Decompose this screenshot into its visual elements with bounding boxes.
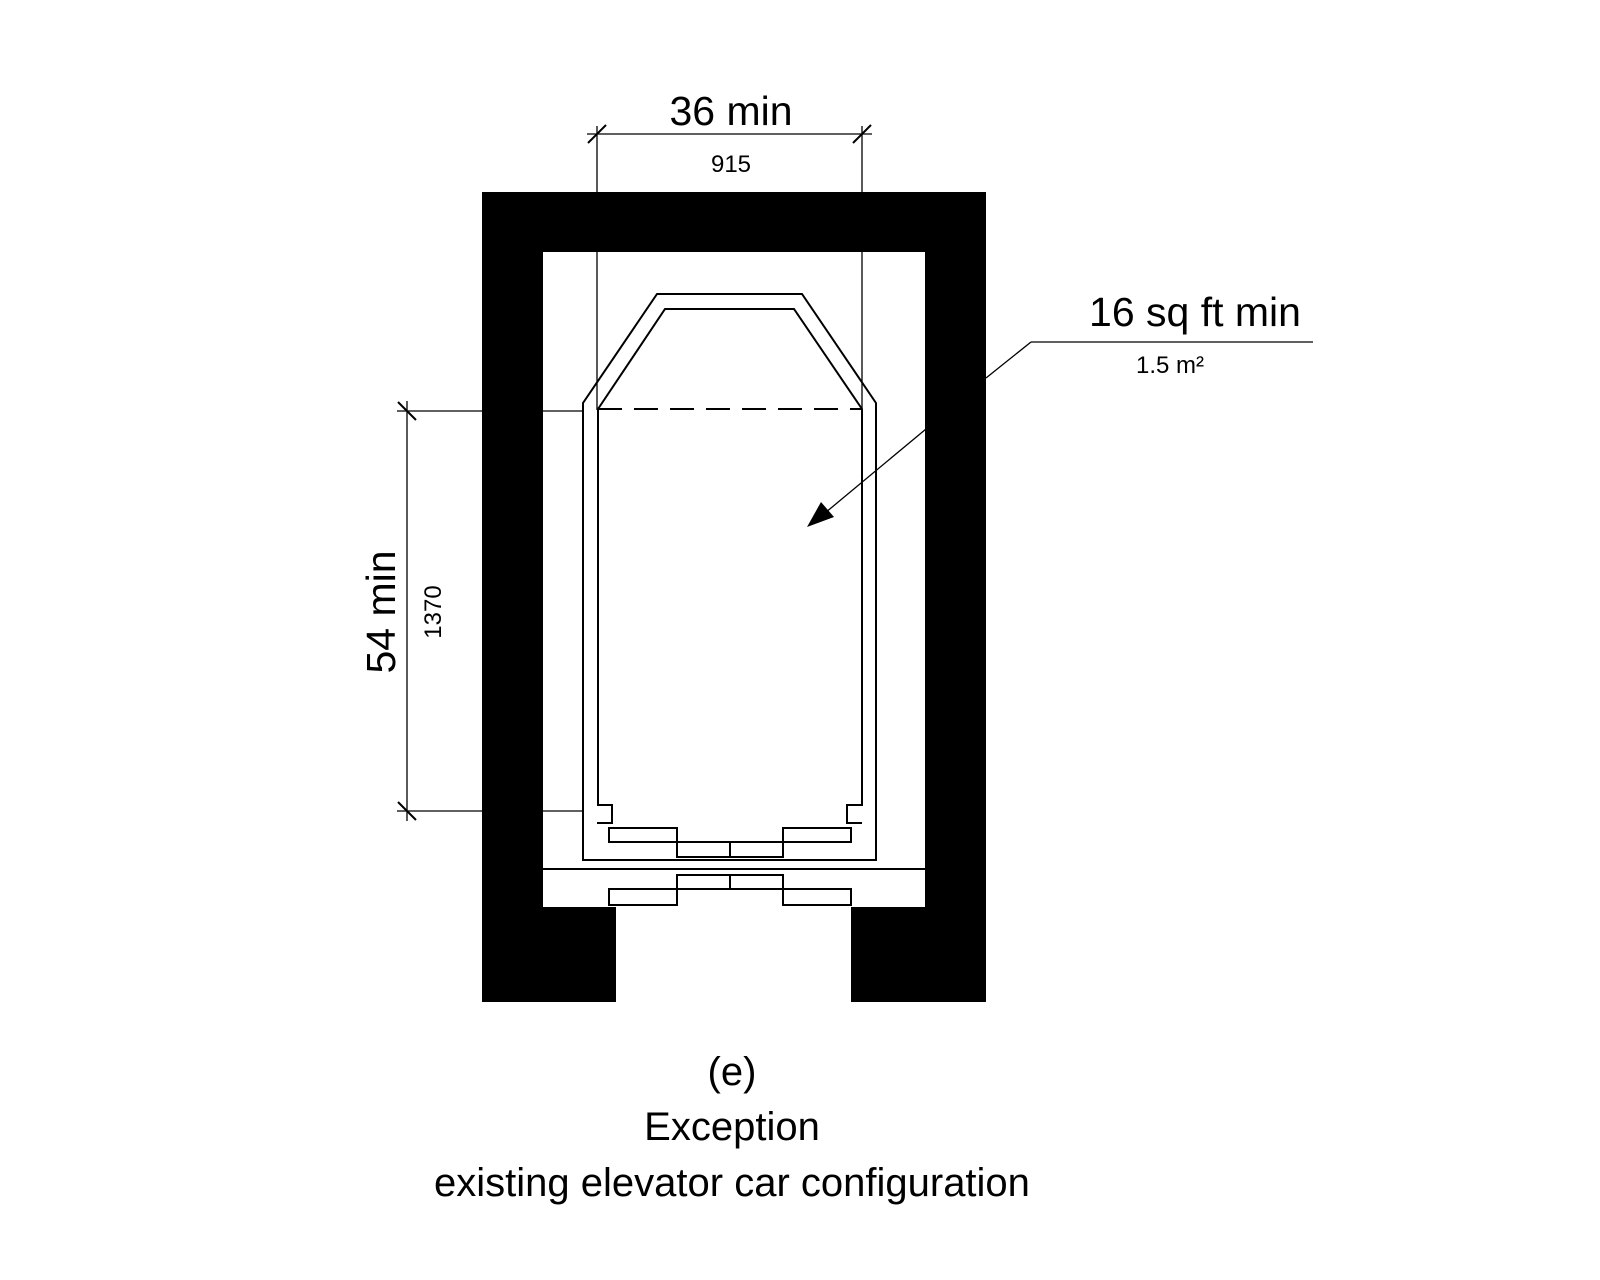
car-inner-wall (597, 308, 863, 824)
depth-metric: 1370 (420, 585, 447, 638)
width-label: 36 min (669, 88, 792, 134)
hall-door-panel-right (782, 888, 852, 906)
hoistway-wall (482, 192, 986, 1002)
depth-label: 54 min (358, 550, 404, 673)
area-leader (824, 341, 1313, 514)
area-metric: 1.5 m² (1136, 352, 1204, 379)
width-metric: 915 (711, 151, 751, 178)
car-door-panel-right (782, 827, 852, 843)
width-dimension (587, 124, 872, 410)
caption-title: Exception (644, 1105, 820, 1149)
hall-door-panel-left (608, 888, 678, 906)
caption-letter: (e) (708, 1050, 757, 1094)
area-label: 16 sq ft min (1089, 289, 1301, 335)
caption-subtitle: existing elevator car configuration (434, 1161, 1030, 1205)
car-inner-wall-left (597, 409, 613, 824)
car-outer-wall (582, 293, 877, 861)
elevator-car (543, 293, 925, 906)
car-door-panel-left (608, 827, 678, 843)
area-arrowhead (807, 502, 834, 527)
depth-dimension (397, 401, 583, 821)
